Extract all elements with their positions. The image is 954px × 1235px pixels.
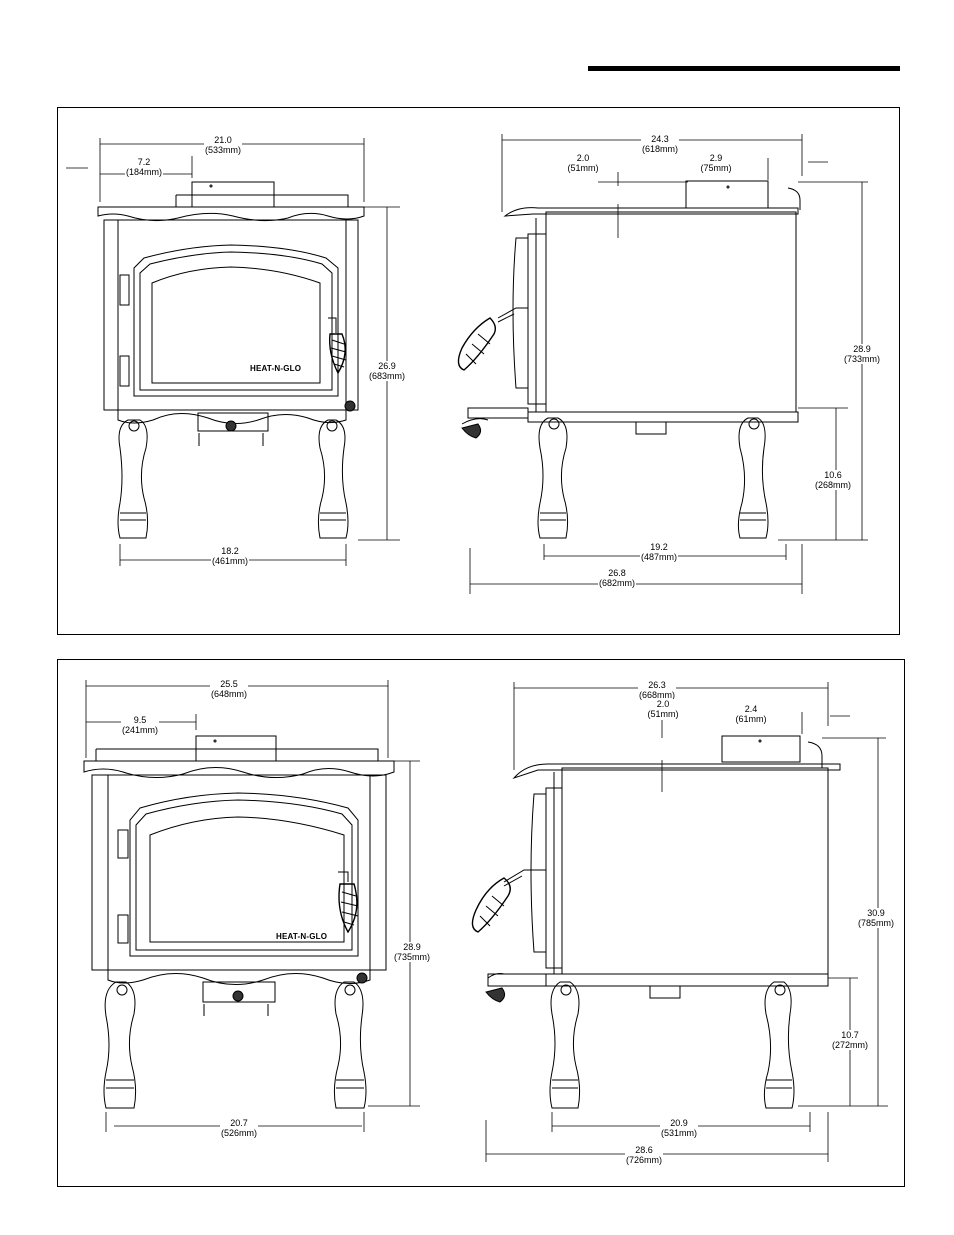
upper-front-flue-offset-label: 7.2(184mm) [125, 157, 163, 177]
upper-heat-n-glo-logo: HEAT-N-GLO [250, 364, 301, 373]
lower-side-height-label: 30.9(785mm) [857, 908, 895, 928]
lower-side-leg-height-label: 10.7(272mm) [831, 1030, 869, 1050]
lower-front-stove [84, 736, 394, 1108]
lower-heat-n-glo-logo: HEAT-N-GLO [276, 932, 327, 941]
upper-side-height-label: 28.9(733mm) [843, 344, 881, 364]
lower-side-depth-label: 26.3(668mm) [638, 680, 676, 700]
lower-drawings [58, 660, 904, 1186]
lower-side-flue-offset-label: 2.4(61mm) [735, 704, 768, 724]
upper-drawing-panel: HEAT-N-GLO 21.0(533mm) 7.2(184mm) 26.9(6… [57, 107, 900, 635]
upper-side-leg-height-label: 10.6(268mm) [814, 470, 852, 490]
upper-side-stove [458, 181, 800, 538]
upper-front-dimension-lines [66, 138, 400, 566]
upper-front-stove [98, 182, 364, 538]
upper-front-height-label: 26.9(683mm) [368, 361, 406, 381]
upper-side-dimension-lines [470, 134, 868, 594]
lower-side-total-depth-label: 28.6(726mm) [625, 1145, 663, 1165]
lower-front-flue-offset-label: 9.5(241mm) [121, 715, 159, 735]
upper-side-depth-label: 24.3(618mm) [641, 134, 679, 154]
lower-drawing-panel: HEAT-N-GLO 25.5(648mm) 9.5(241mm) 28.9(7… [57, 659, 905, 1187]
upper-side-total-depth-label: 26.8(682mm) [598, 568, 636, 588]
upper-side-flue-offset-label: 2.9(75mm) [700, 153, 733, 173]
header-rule [588, 66, 900, 71]
lower-side-stove [472, 736, 840, 1108]
upper-front-leg-span-label: 18.2(461mm) [211, 546, 249, 566]
upper-side-leg-span-label: 19.2(487mm) [640, 542, 678, 562]
upper-drawings [58, 108, 899, 634]
upper-side-top-offset-label: 2.0(51mm) [567, 153, 600, 173]
upper-front-width-label: 21.0(533mm) [204, 135, 242, 155]
lower-front-width-label: 25.5(648mm) [210, 679, 248, 699]
lower-front-height-label: 28.9(735mm) [393, 942, 431, 962]
lower-side-top-offset-label: 2.0(51mm) [647, 699, 680, 719]
lower-front-leg-span-label: 20.7(526mm) [220, 1118, 258, 1138]
lower-side-leg-span-label: 20.9(531mm) [660, 1118, 698, 1138]
